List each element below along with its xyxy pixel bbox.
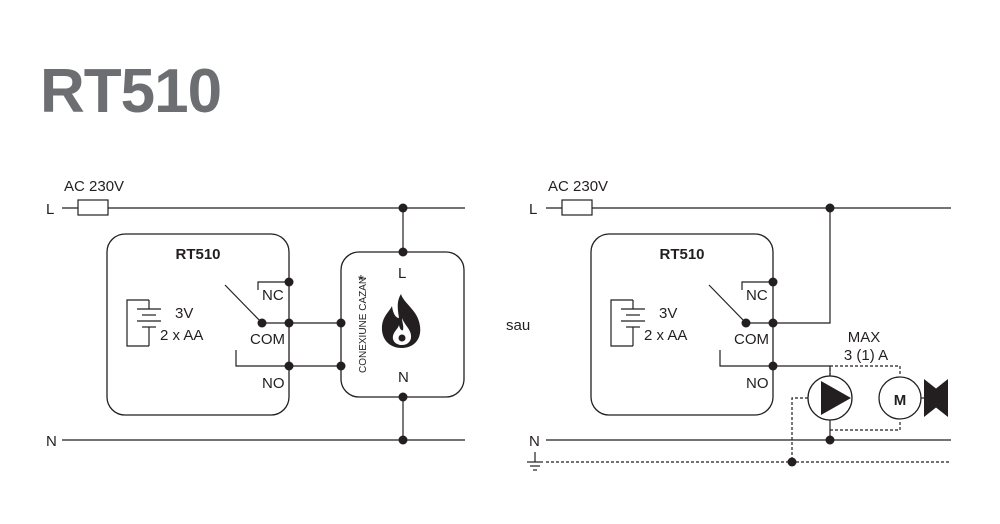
left-boiler-no-terminal [336, 361, 346, 371]
left-l-junction [398, 203, 408, 213]
left-boiler-n: N [398, 369, 409, 386]
right-device-title: RT510 [659, 246, 704, 263]
left-boiler-label: CONEXIUNE CAZAN [358, 277, 369, 373]
right-no-terminal [768, 361, 778, 371]
right-diagram: L AC 230V N RT510 3V 2 x AA NC COM [527, 178, 951, 471]
left-terminal-com: COM [250, 331, 285, 348]
separator-text: sau [506, 317, 530, 334]
left-terminal-nc: NC [262, 287, 284, 304]
left-diagram: L AC 230V N RT510 3V 2 x AA NC COM NO [46, 178, 465, 450]
right-battery-icon [610, 299, 645, 347]
left-battery-icon [126, 299, 161, 347]
left-com-pivot [257, 318, 267, 328]
right-terminal-nc: NC [746, 287, 768, 304]
right-switch-arm [708, 284, 747, 324]
left-switch-arm [224, 284, 263, 324]
left-n-junction [398, 435, 408, 445]
right-max-label: MAX [848, 329, 881, 346]
left-line-label: L [46, 201, 54, 218]
right-rating-label: 3 (1) A [844, 347, 888, 364]
left-nc-terminal [284, 277, 294, 287]
right-terminal-com: COM [734, 331, 769, 348]
valve-motor-icon [878, 376, 933, 420]
right-pump-ground-wire [791, 397, 808, 462]
right-supply-label: AC 230V [548, 178, 608, 195]
right-ground-junction [787, 457, 797, 467]
right-nc-wire [741, 281, 773, 290]
left-boiler-l: L [398, 265, 406, 282]
right-valve-l-wire [829, 365, 901, 376]
left-device-title: RT510 [175, 246, 220, 263]
flame-icon [381, 294, 421, 348]
left-nc-wire [257, 281, 289, 290]
right-motor-label: M [894, 392, 907, 409]
left-no-terminal [284, 361, 294, 371]
right-battery-voltage: 3V [659, 305, 677, 322]
right-nc-terminal [768, 277, 778, 287]
right-line-label: L [529, 201, 537, 218]
left-battery-count: 2 x AA [160, 327, 203, 344]
right-com-pivot [741, 318, 751, 328]
left-neutral-label: N [46, 433, 57, 450]
left-com-terminal [284, 318, 294, 328]
left-boiler-asterisk: * [358, 272, 364, 289]
right-l-junction [825, 203, 835, 213]
valve-icon [924, 379, 948, 417]
right-com-wire [746, 208, 831, 324]
page-title: RT510 [40, 57, 222, 126]
right-n-junction [825, 435, 835, 445]
left-terminal-no: NO [262, 375, 285, 392]
right-neutral-label: N [529, 433, 540, 450]
left-supply-label: AC 230V [64, 178, 124, 195]
right-battery-count: 2 x AA [644, 327, 687, 344]
left-no-wire [235, 350, 340, 367]
right-fuse [561, 199, 593, 216]
pump-icon [807, 375, 853, 421]
right-valve-n-wire [830, 420, 901, 431]
left-battery-voltage: 3V [175, 305, 193, 322]
right-com-terminal [768, 318, 778, 328]
left-boiler-n-terminal [398, 392, 408, 402]
right-terminal-no: NO [746, 375, 769, 392]
left-boiler-l-terminal [398, 247, 408, 257]
left-boiler-com-terminal [336, 318, 346, 328]
left-fuse [77, 199, 109, 216]
ground-icon [527, 452, 543, 471]
